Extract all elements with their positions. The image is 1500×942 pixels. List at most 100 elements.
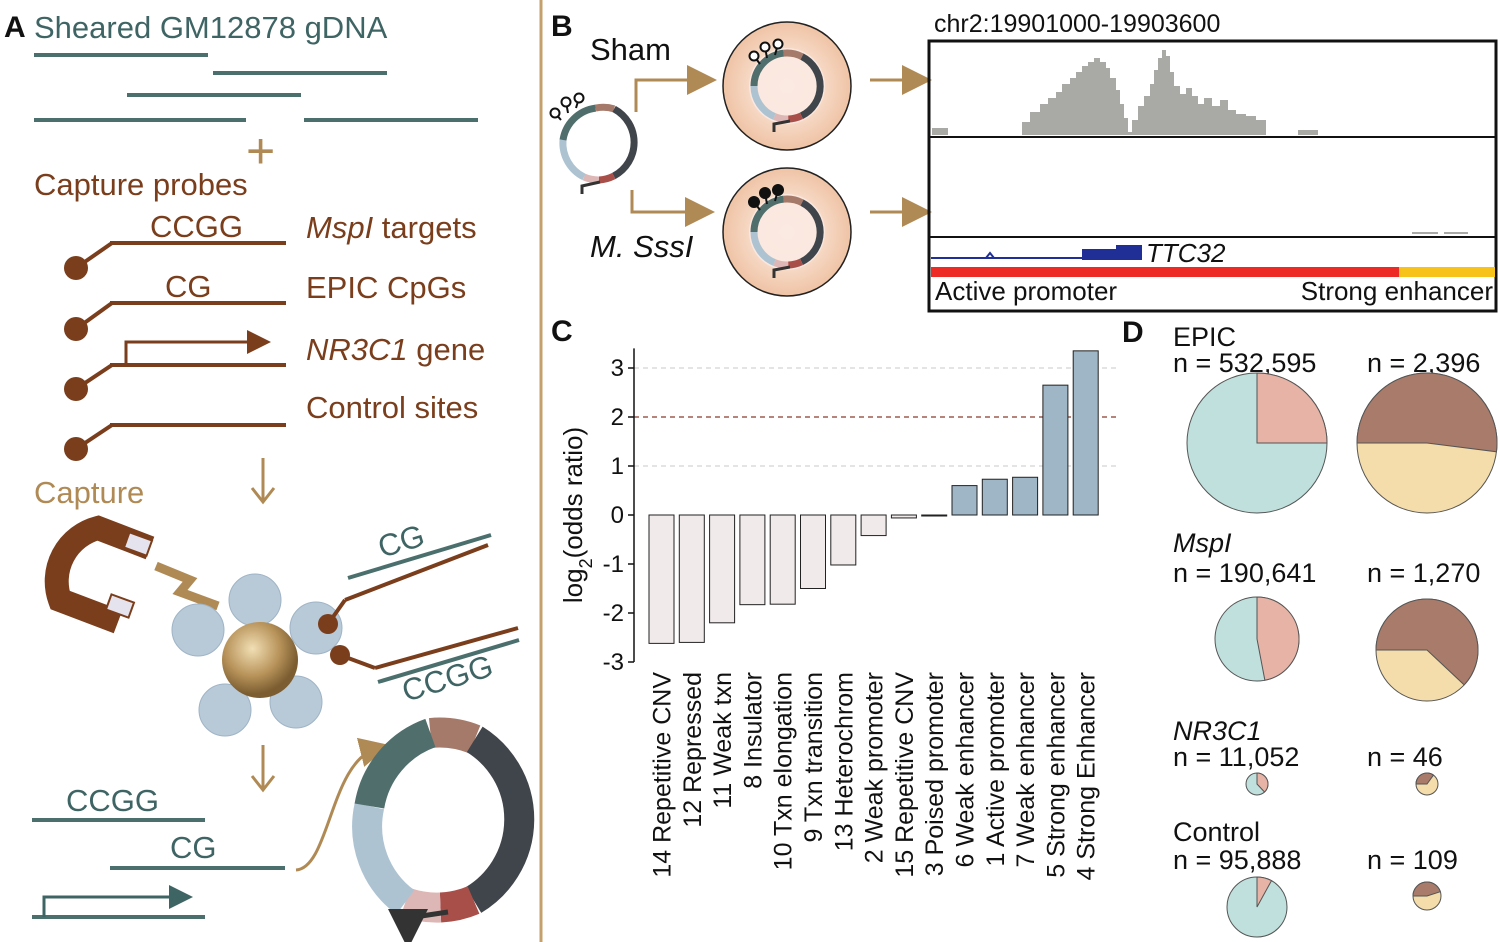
- panel-label-b: B: [551, 10, 573, 43]
- pie-n-left: n = 532,595: [1173, 348, 1316, 378]
- bar: [830, 514, 857, 566]
- sham-label: Sham: [590, 32, 671, 67]
- pie-slice: [1375, 598, 1479, 686]
- plus-sign: +: [246, 123, 275, 179]
- active-promoter-label: Active promoter: [935, 276, 1117, 306]
- x-tick-label: 10 Txn elongation: [770, 672, 798, 870]
- cell-sham: [722, 21, 852, 151]
- pie-slice: [1256, 372, 1328, 444]
- probe-epic: CG EPIC CpGs: [64, 269, 466, 341]
- pie-right: [1375, 598, 1479, 702]
- pie-right: [1356, 372, 1498, 514]
- bar: [890, 514, 917, 519]
- pie-slice: [1256, 772, 1269, 793]
- pie-group-name: EPIC: [1173, 322, 1236, 352]
- pie-n-left: n = 11,052: [1173, 742, 1299, 772]
- svg-text:EPIC CpGs: EPIC CpGs: [306, 270, 466, 305]
- probe-control: Control sites: [64, 390, 478, 461]
- svg-text:CCGG: CCGG: [150, 209, 243, 244]
- pie-slice: [1412, 881, 1441, 897]
- down-arrow-1: [250, 458, 276, 505]
- chromhmm-enhancer-bar: [1399, 267, 1495, 277]
- gene-track: TTC32: [931, 238, 1226, 268]
- bar: [1072, 350, 1099, 516]
- x-tick-label: 12 Repressed: [679, 672, 707, 828]
- bar: [739, 514, 766, 606]
- probe-mspi: CCGG MspI targets: [64, 209, 477, 280]
- bar: [981, 478, 1008, 516]
- x-tick-label: 4 Strong Enhancer: [1073, 672, 1101, 880]
- bar: [678, 514, 705, 643]
- x-tick-label: 11 Weak txn: [709, 672, 737, 809]
- y-tick-label: 3: [611, 355, 624, 382]
- bar: [709, 514, 736, 624]
- x-tick-label: 8 Insulator: [739, 672, 767, 789]
- x-tick-label: 5 Strong enhancer: [1042, 672, 1070, 878]
- bar: [951, 485, 978, 516]
- x-tick-label: 14 Repetitive CNV: [649, 672, 677, 878]
- strong-enhancer-label: Strong enhancer: [1301, 276, 1494, 306]
- panel-label-c: C: [551, 315, 573, 348]
- pie-right: [1412, 881, 1442, 911]
- msssi-coverage-track: [1412, 232, 1468, 234]
- capture-probes-label: Capture probes: [34, 167, 248, 202]
- methyl-lollipops-open: [549, 92, 585, 121]
- gene-label: TTC32: [1146, 238, 1226, 268]
- cell-msssi: [722, 167, 852, 297]
- pie-group-name: MspI: [1173, 528, 1232, 558]
- x-tick-label: 13 Heterochrom: [830, 672, 858, 851]
- bar: [1012, 476, 1039, 516]
- panel-label-a: A: [4, 11, 26, 44]
- pie-left: [1186, 372, 1328, 514]
- locus-label: chr2:19901000-19903600: [934, 10, 1220, 38]
- plasmid-large: [352, 717, 535, 942]
- y-tick-label: 2: [611, 404, 624, 431]
- pie-left: [1226, 876, 1288, 938]
- x-tick-label: 15 Repetitive CNV: [891, 672, 919, 878]
- svg-text:MspI targets: MspI targets: [306, 210, 477, 245]
- magnet-icon: [44, 515, 220, 634]
- pie-left: [1245, 772, 1269, 796]
- pie-group-name: NR3C1: [1173, 716, 1262, 746]
- svg-text:CCGG: CCGG: [66, 783, 159, 818]
- y-tick-label: 0: [611, 502, 624, 529]
- pie-slice: [1256, 876, 1273, 908]
- pie-n-right: n = 46: [1367, 742, 1443, 772]
- sheared-fragments: [34, 53, 478, 122]
- pie-slice: [1256, 596, 1300, 681]
- x-tick-label: 7 Weak enhancer: [1012, 672, 1040, 868]
- plasmid-small: [559, 103, 638, 194]
- pie-right: [1415, 772, 1439, 796]
- capture-label: Capture: [34, 475, 144, 510]
- x-tick-label: 9 Txn transition: [800, 672, 828, 842]
- pie-n-right: n = 109: [1367, 845, 1458, 875]
- bar: [800, 514, 826, 589]
- bar: [860, 514, 887, 537]
- y-tick-label: -2: [603, 600, 624, 627]
- y-tick-label: -3: [603, 649, 624, 676]
- bead-icon: [171, 573, 343, 737]
- pie-group-name: Control: [1173, 817, 1260, 847]
- svg-text:NR3C1 gene: NR3C1 gene: [306, 332, 485, 367]
- pie-n-left: n = 190,641: [1173, 558, 1316, 588]
- bar: [769, 514, 796, 605]
- svg-text:CG: CG: [165, 269, 212, 304]
- sham-coverage-track: [932, 50, 1318, 135]
- browser-frame: [927, 39, 1498, 313]
- x-tick-label: 3 Poised promoter: [921, 672, 949, 876]
- probe-nr3c1: NR3C1 gene: [64, 330, 485, 401]
- panel-label-d: D: [1122, 316, 1144, 349]
- captured-fragments: CG CCGG: [318, 518, 520, 709]
- y-axis-label: log2(odds ratio): [558, 427, 596, 603]
- pie-n-right: n = 1,270: [1367, 558, 1480, 588]
- gdna-title: Sheared GM12878 gDNA: [34, 10, 388, 45]
- pie-slice: [1415, 772, 1435, 785]
- down-arrow-2: [250, 745, 276, 793]
- pie-left: [1214, 596, 1300, 682]
- chromhmm-promoter-bar: [931, 267, 1399, 277]
- pie-n-left: n = 95,888: [1173, 845, 1301, 875]
- bar: [921, 514, 948, 517]
